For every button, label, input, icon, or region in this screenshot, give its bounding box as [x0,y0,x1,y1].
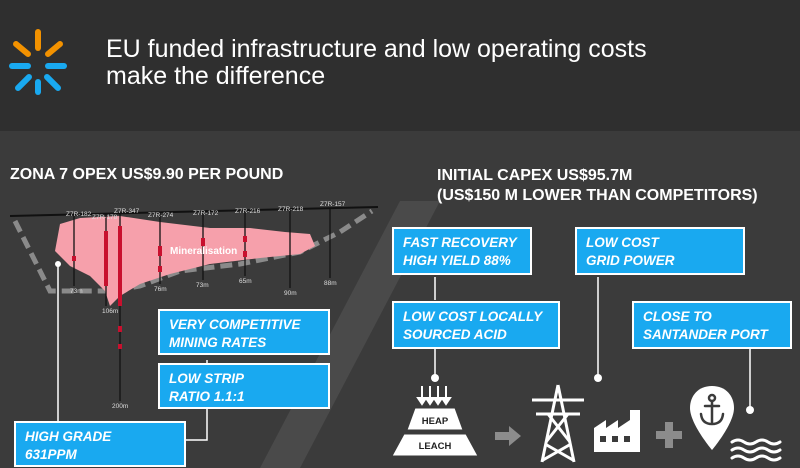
port-anchor-icon [690,386,782,462]
leach-label: LEACH [419,441,452,452]
title-line-2: make the difference [106,62,326,90]
power-pylon-icon [532,384,584,463]
drillhole-label: Z7R-218 [278,206,304,213]
callout-line: GRID POWER [586,253,675,268]
drillhole-label: Z7R-274 [148,212,174,219]
capex-heading: INITIAL CAPEX US$95.7M (US$150 M LOWER T… [437,166,758,206]
pit-outline [12,208,374,294]
callout-line: CLOSE TO [643,309,712,324]
title-line-1: EU funded infrastructure and low operati… [106,35,647,63]
capex-heading-line2: (US$150 M LOWER THAN COMPETITORS) [437,187,758,204]
callout-line: VERY COMPETITIVE [169,317,301,332]
assay-markers [72,226,247,349]
callout-line: FAST RECOVERY [403,235,517,250]
callout-line: LOW COST [586,235,659,250]
surface-line [10,206,379,217]
local-acid-callout: LOW COST LOCALLY SOURCED ACID [392,301,560,349]
opex-heading: ZONA 7 OPEX US$9.90 PER POUND [10,166,284,183]
factory-icon [594,410,640,452]
depth-label: 73m [196,282,209,289]
callout-line: HIGH YIELD 88% [403,253,511,268]
arrow-right-icon [495,426,521,446]
depth-label: 76m [154,286,167,293]
callout-line: MINING RATES [169,335,267,350]
drillhole-label: Z7R-347 [114,208,140,215]
mining-rates-callout: VERY COMPETITIVE MINING RATES [158,309,330,355]
drillhole-labels: Z7R-182 Z7R-178 Z7R-347 Z7R-274 Z7R-172 … [66,201,346,221]
company-logo-icon [9,29,67,95]
mineralisation-label: Mineralisation [170,246,237,257]
drillhole-label: Z7R-157 [320,201,346,208]
depth-label: 65m [239,278,252,285]
marker-dot [55,261,61,267]
callout-line: LOW STRIP [169,371,244,386]
callout-line: HIGH GRADE [25,429,112,444]
fast-recovery-callout: FAST RECOVERY HIGH YIELD 88% [392,227,532,275]
drillhole-label: Z7R-216 [235,208,261,215]
header-band: EU funded infrastructure and low operati… [0,0,800,131]
strip-ratio-callout: LOW STRIP RATIO 1.1:1 [158,363,330,409]
page-title: EU funded infrastructure and low operati… [106,36,647,90]
depth-label: 106m [102,308,118,315]
heap-label: HEAP [422,416,449,427]
heap-leach-icon: HEAP LEACH [391,386,479,457]
drillhole-label: Z7R-178 [92,214,118,221]
callout-line: RATIO 1.1:1 [169,389,245,404]
depth-label: 73m [70,288,83,295]
right-connectors [431,277,754,414]
capex-heading-line1: INITIAL CAPEX US$95.7M [437,167,633,184]
grid-power-callout: LOW COST GRID POWER [575,227,745,275]
callout-line: LOW COST LOCALLY [403,309,543,324]
depth-label: 88m [324,280,337,287]
plus-icon [656,422,682,448]
callout-line: 631PPM [25,447,77,462]
santander-port-callout: CLOSE TO SANTANDER PORT [632,301,792,349]
depth-label: 200m [112,403,128,410]
drillhole-label: Z7R-182 [66,211,92,218]
depth-label: 90m [284,290,297,297]
callout-line: SOURCED ACID [403,327,507,342]
zona7-cross-section: Z7R-182 Z7R-178 Z7R-347 Z7R-274 Z7R-172 … [10,201,379,410]
callout-line: SANTANDER PORT [643,327,768,342]
high-grade-callout: HIGH GRADE 631PPM [14,421,186,467]
depth-labels: 73m 106m 200m 76m 73m 65m 90m 88m [70,278,337,410]
drillhole-label: Z7R-172 [193,210,219,217]
